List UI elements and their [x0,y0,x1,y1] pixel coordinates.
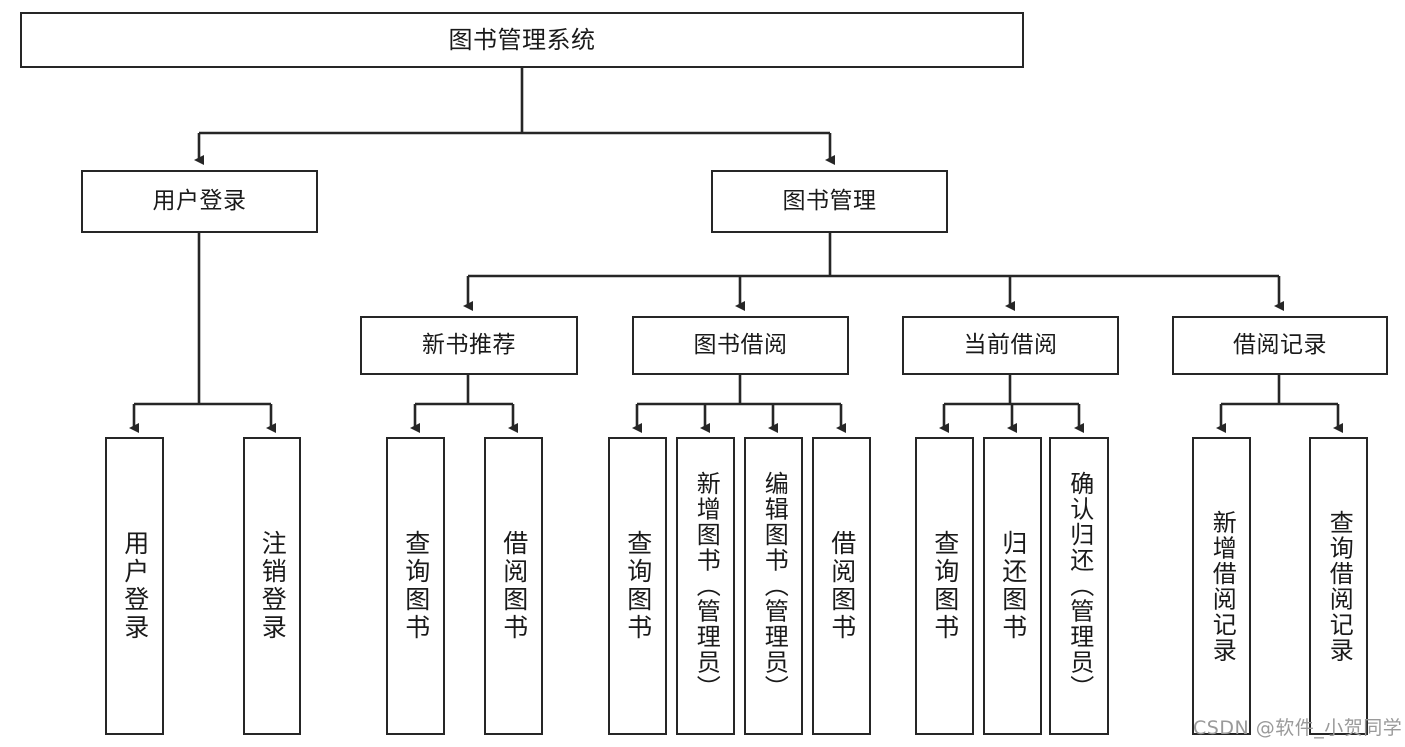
node-label: 新增图书（管理员） [692,471,721,701]
node-label: 查询借阅记录 [1325,509,1354,663]
csdn-watermark: CSDN @软件_小贺同学 [1193,717,1403,739]
node-label: 借阅图书 [827,530,857,642]
node-new-book-recommend[interactable]: 新书推荐 [360,316,578,375]
node-label: 用户登录 [120,530,150,642]
leaf-book-borrow-query[interactable]: 查询图书 [608,437,667,735]
leaf-current-borrow-return[interactable]: 归还图书 [983,437,1042,735]
node-label: 编辑图书（管理员） [760,471,789,701]
node-label: 用户登录 [152,187,247,214]
node-label: 图书借阅 [693,331,788,358]
node-label: 新书推荐 [422,331,516,358]
node-label: 新增借阅记录 [1208,509,1237,663]
node-book-management[interactable]: 图书管理 [711,170,948,233]
node-label: 图书管理系统 [448,25,596,54]
leaf-borrow-record-query[interactable]: 查询借阅记录 [1309,437,1368,735]
leaf-user-login-signout[interactable]: 注销登录 [243,437,301,735]
node-label: 借阅图书 [499,530,529,642]
node-label: 归还图书 [998,530,1028,642]
leaf-current-borrow-query[interactable]: 查询图书 [915,437,974,735]
node-label: 查询图书 [401,530,431,642]
node-label: 当前借阅 [963,331,1058,358]
node-book-borrow[interactable]: 图书借阅 [632,316,849,375]
node-label: 确认归还（管理员） [1065,471,1094,701]
leaf-current-borrow-confirm-return[interactable]: 确认归还（管理员） [1049,437,1109,735]
leaf-book-borrow-add[interactable]: 新增图书（管理员） [676,437,735,735]
leaf-user-login-signin[interactable]: 用户登录 [105,437,164,735]
node-label: 借阅记录 [1233,331,1327,358]
node-borrow-records[interactable]: 借阅记录 [1172,316,1388,375]
node-label: 注销登录 [258,530,288,642]
node-user-login[interactable]: 用户登录 [81,170,318,233]
node-label: 查询图书 [623,530,653,642]
node-current-borrow[interactable]: 当前借阅 [902,316,1119,375]
node-label: 查询图书 [930,530,960,642]
leaf-book-borrow-edit[interactable]: 编辑图书（管理员） [744,437,803,735]
leaf-book-borrow-borrow[interactable]: 借阅图书 [812,437,871,735]
node-root-book-management-system[interactable]: 图书管理系统 [20,12,1024,68]
leaf-borrow-record-add[interactable]: 新增借阅记录 [1192,437,1251,735]
leaf-new-book-borrow[interactable]: 借阅图书 [484,437,543,735]
node-label: 图书管理 [782,187,877,214]
leaf-new-book-query[interactable]: 查询图书 [386,437,445,735]
